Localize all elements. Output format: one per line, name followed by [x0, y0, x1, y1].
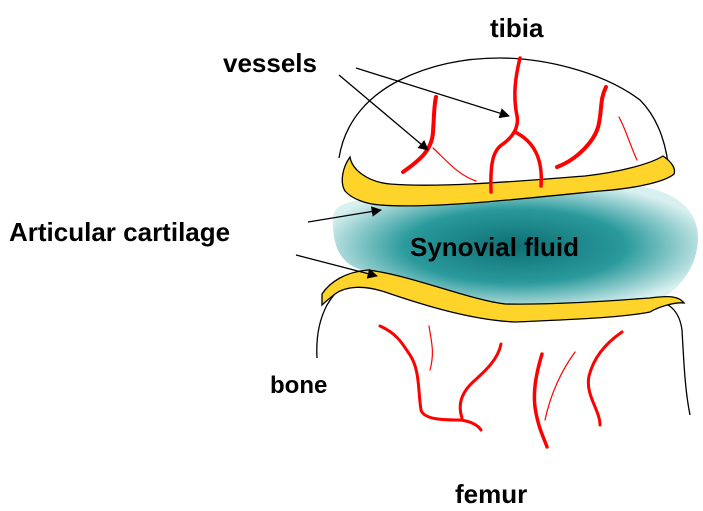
label-vessels: vessels: [223, 48, 317, 78]
label-articular-cartilage: Articular cartilage: [9, 217, 230, 247]
label-femur: femur: [455, 479, 527, 509]
label-tibia: tibia: [490, 13, 544, 43]
label-synovial-fluid: Synovial fluid: [410, 232, 579, 262]
label-bone: bone: [270, 372, 327, 399]
